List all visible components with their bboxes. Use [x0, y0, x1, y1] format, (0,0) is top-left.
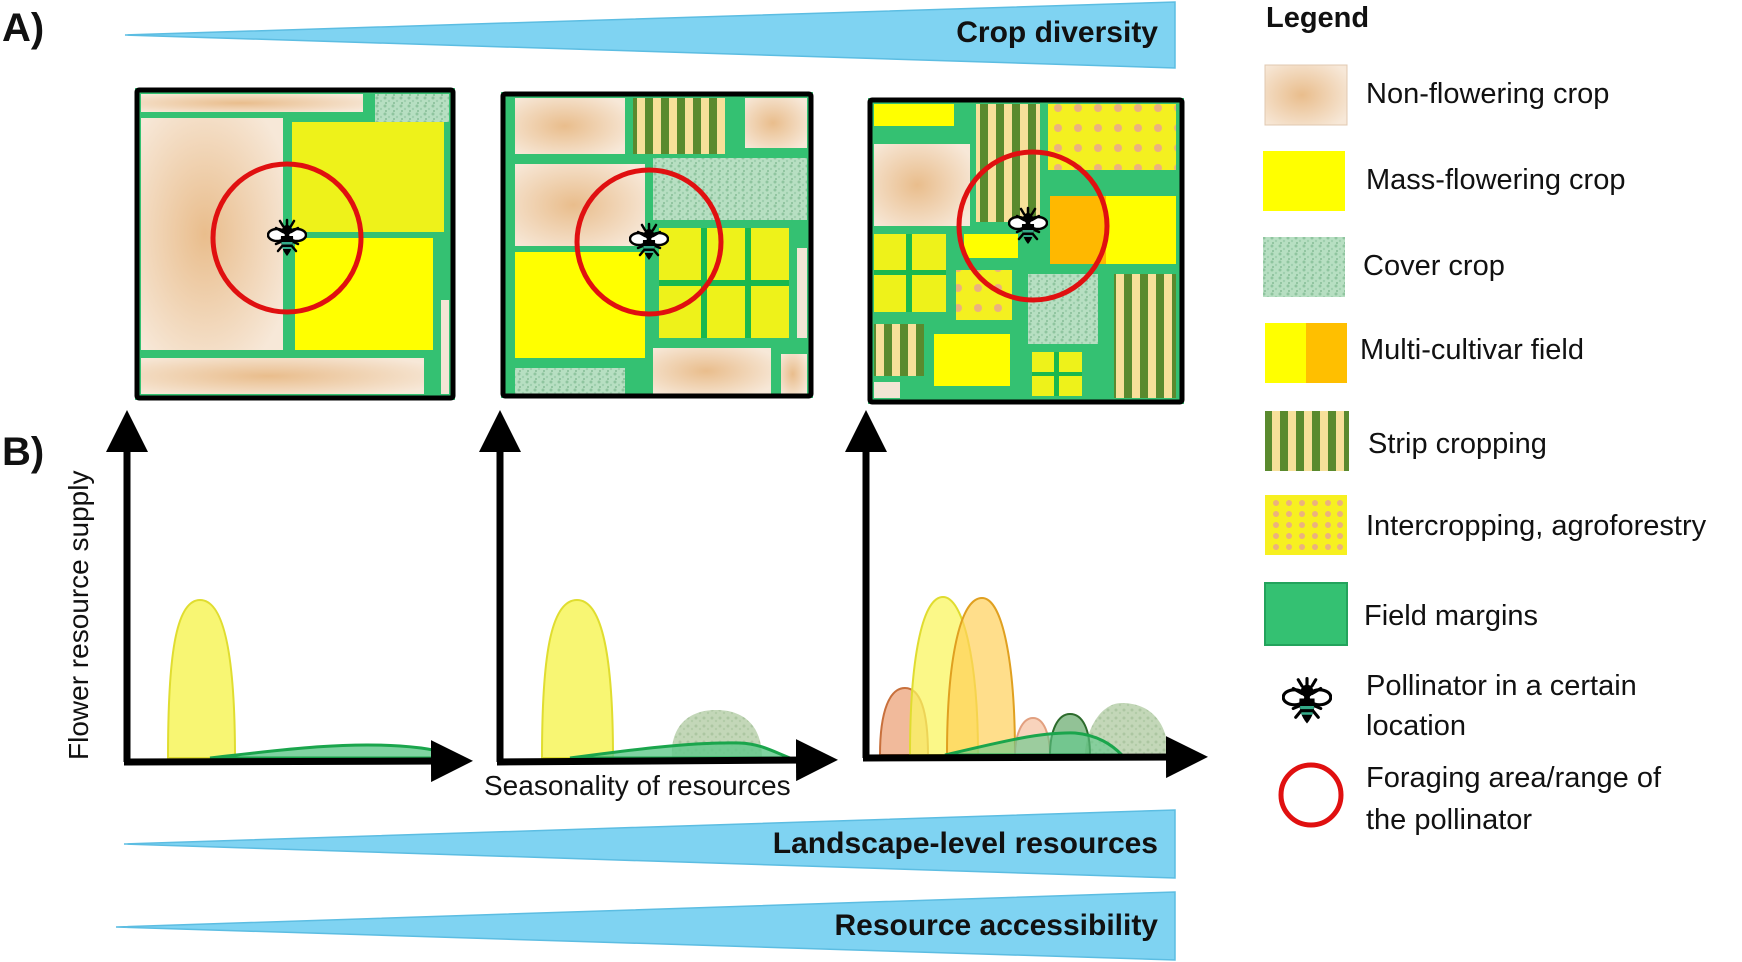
- legend-label-strip: Strip cropping: [1368, 428, 1547, 460]
- legend-swatch-margins: [1264, 582, 1348, 646]
- field-mass-flowering: [295, 238, 433, 350]
- y-axis-label: Flower resource supply: [63, 470, 94, 760]
- landscape-resources-wedge: [123, 809, 1176, 879]
- crop-diversity-label: Crop diversity: [956, 16, 1158, 49]
- foraging-ring: [210, 161, 364, 315]
- legend-swatch-strip: [1265, 411, 1349, 471]
- field-cover: [375, 94, 449, 122]
- crop-diversity-wedge: [124, 1, 1176, 69]
- legend-label-foraging-1: Foraging area/range of: [1366, 762, 1662, 794]
- bottom-wedges: [115, 809, 1176, 961]
- legend-label-pollinator-1: Pollinator in a certain: [1366, 670, 1637, 702]
- x-axis: [123, 740, 473, 783]
- legend-label-intercrop: Intercropping, agroforestry: [1366, 510, 1707, 542]
- resource-accessibility-label: Resource accessibility: [834, 909, 1158, 942]
- legend-swatch-mass-flowering: [1263, 151, 1345, 211]
- panel-label-b: B): [2, 430, 45, 474]
- legend-swatch-cover: [1263, 237, 1345, 297]
- panel-label-a: A): [2, 6, 45, 50]
- legend-swatch-multi-cultivar: [1265, 323, 1347, 383]
- resource-accessibility-wedge: [115, 891, 1176, 961]
- legend-label-cover: Cover crop: [1363, 250, 1505, 282]
- x-axis-label: Seasonality of resources: [484, 770, 791, 801]
- field-non-flowering: [141, 94, 363, 112]
- legend-label-foraging-2: the pollinator: [1366, 804, 1533, 836]
- legend-foraging-ring-icon: [1278, 762, 1344, 828]
- legend-swatch-intercrop: [1265, 495, 1347, 555]
- curve-mass-flowering: [166, 598, 237, 759]
- field-non-flowering: [141, 358, 424, 394]
- legend-bee-icon: [1282, 676, 1332, 726]
- legend-label-margins: Field margins: [1364, 600, 1539, 632]
- curve-field-margins: [209, 743, 461, 760]
- landscape-resources-label: Landscape-level resources: [772, 827, 1158, 860]
- resource-chart-3: [845, 410, 1208, 779]
- legend-swatch-non-flowering: [1264, 64, 1348, 126]
- field-mass-flowering: [292, 122, 444, 232]
- legend-label-mass-flowering: Mass-flowering crop: [1366, 164, 1626, 196]
- resource-chart-2: [479, 410, 838, 782]
- landscape-map-high-diversity: [867, 97, 1185, 405]
- landscape-map-medium-diversity: [500, 91, 814, 399]
- resource-chart-1: [106, 410, 473, 783]
- legend-label-pollinator-2: location: [1366, 710, 1466, 742]
- legend-title: Legend: [1266, 2, 1370, 34]
- landscape-map-low-diversity: [134, 87, 456, 401]
- legend-label-non-flowering: Non-flowering crop: [1366, 78, 1610, 110]
- legend-label-multi-cultivar: Multi-cultivar field: [1360, 334, 1584, 366]
